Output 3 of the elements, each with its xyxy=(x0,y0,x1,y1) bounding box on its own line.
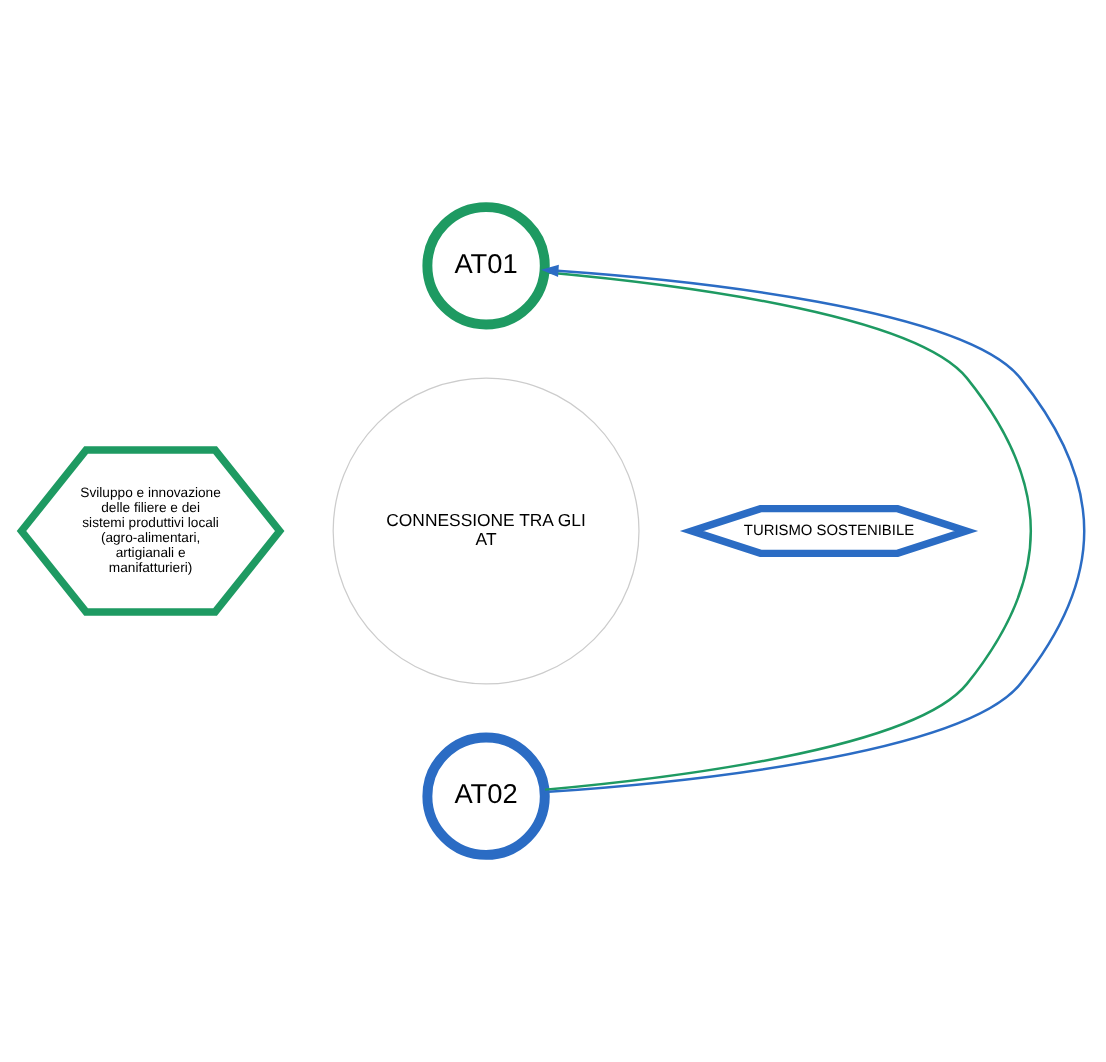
node-circle: AT01 xyxy=(422,202,550,330)
node-circle: CONNESSIONE TRA GLI AT xyxy=(332,377,640,685)
node-circle: AT02 xyxy=(422,732,550,860)
